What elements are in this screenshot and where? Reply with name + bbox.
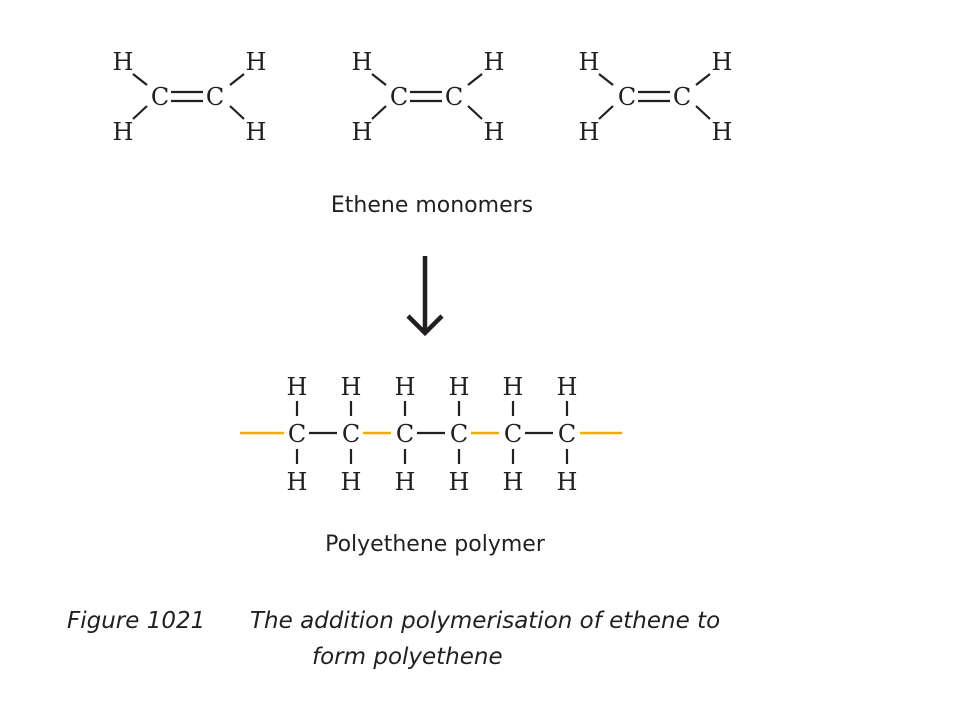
polymer-carbon-6: C xyxy=(558,420,576,448)
polymer-carbon-1: C xyxy=(288,420,306,448)
polymer-hydrogen-bottom-6: H xyxy=(557,468,578,496)
monomer-1-hydrogen-top-right: H xyxy=(246,48,267,76)
polymer-carbon-2: C xyxy=(342,420,360,448)
monomer-2-bond-bottom-left xyxy=(371,105,387,120)
monomer-3-carbon-right: C xyxy=(673,83,691,111)
polymer-hydrogen-top-2: H xyxy=(341,373,362,401)
arrow-head xyxy=(406,314,444,337)
ethene-monomer-1: H H H H C C xyxy=(113,48,267,146)
polymer-label: Polyethene polymer xyxy=(325,532,546,557)
polyethene-chain: H C H H C H H C H H C H H C H H C H xyxy=(240,373,622,496)
monomer-1-carbon-left: C xyxy=(151,83,169,111)
ethene-monomer-3: H H H H C C xyxy=(579,48,733,146)
ethene-monomer-2: H H H H C C xyxy=(352,48,505,146)
monomer-3-bond-bottom-left xyxy=(598,105,614,120)
monomer-2-bond-top-right xyxy=(467,73,483,86)
monomer-1-carbon-right: C xyxy=(206,83,224,111)
monomer-3-hydrogen-bottom-left: H xyxy=(579,118,600,146)
monomer-2-hydrogen-top-left: H xyxy=(352,48,373,76)
monomer-1-bond-top-left xyxy=(132,73,148,86)
polymer-carbon-4: C xyxy=(450,420,468,448)
polymer-hydrogen-bottom-1: H xyxy=(287,468,308,496)
polymer-hydrogen-top-1: H xyxy=(287,373,308,401)
monomer-1-hydrogen-bottom-right: H xyxy=(246,118,267,146)
polymer-carbon-5: C xyxy=(504,420,522,448)
monomer-3-hydrogen-top-left: H xyxy=(579,48,600,76)
monomer-3-bond-top-right xyxy=(695,73,711,86)
monomer-2-hydrogen-top-right: H xyxy=(484,48,505,76)
monomer-3-bond-top-left xyxy=(598,73,614,86)
polymer-hydrogen-bottom-5: H xyxy=(503,468,524,496)
monomer-1-bond-top-right xyxy=(229,73,245,86)
polymer-hydrogen-top-3: H xyxy=(395,373,416,401)
monomer-1-bond-bottom-right xyxy=(229,105,245,120)
figure-caption: Figure 1021 The addition polymerisation … xyxy=(67,608,720,670)
polymer-hydrogen-bottom-2: H xyxy=(341,468,362,496)
polymer-carbon-3: C xyxy=(396,420,414,448)
polymer-hydrogen-top-6: H xyxy=(557,373,578,401)
figure-number: Figure 1021 xyxy=(67,608,205,634)
polymer-hydrogen-bottom-4: H xyxy=(449,468,470,496)
monomer-1-hydrogen-bottom-left: H xyxy=(113,118,134,146)
monomer-3-carbon-left: C xyxy=(618,83,636,111)
monomer-3-bond-bottom-right xyxy=(695,105,711,120)
figure-caption-line-2: form polyethene xyxy=(312,644,503,670)
monomer-1-hydrogen-top-left: H xyxy=(113,48,134,76)
monomer-3-hydrogen-bottom-right: H xyxy=(712,118,733,146)
monomer-1-bond-bottom-left xyxy=(132,105,148,120)
monomer-2-bond-top-left xyxy=(371,73,387,86)
monomer-2-hydrogen-bottom-left: H xyxy=(352,118,373,146)
figure-caption-line-1: The addition polymerisation of ethene to xyxy=(250,608,720,634)
monomer-2-hydrogen-bottom-right: H xyxy=(484,118,505,146)
monomer-2-bond-bottom-right xyxy=(467,105,483,120)
monomer-3-hydrogen-top-right: H xyxy=(712,48,733,76)
monomer-2-carbon-left: C xyxy=(390,83,408,111)
polymer-hydrogen-bottom-3: H xyxy=(395,468,416,496)
monomers-label: Ethene monomers xyxy=(331,193,533,218)
polymer-hydrogen-top-5: H xyxy=(503,373,524,401)
polymer-hydrogen-top-4: H xyxy=(449,373,470,401)
reaction-arrow-icon xyxy=(406,256,444,337)
monomer-2-carbon-right: C xyxy=(445,83,463,111)
